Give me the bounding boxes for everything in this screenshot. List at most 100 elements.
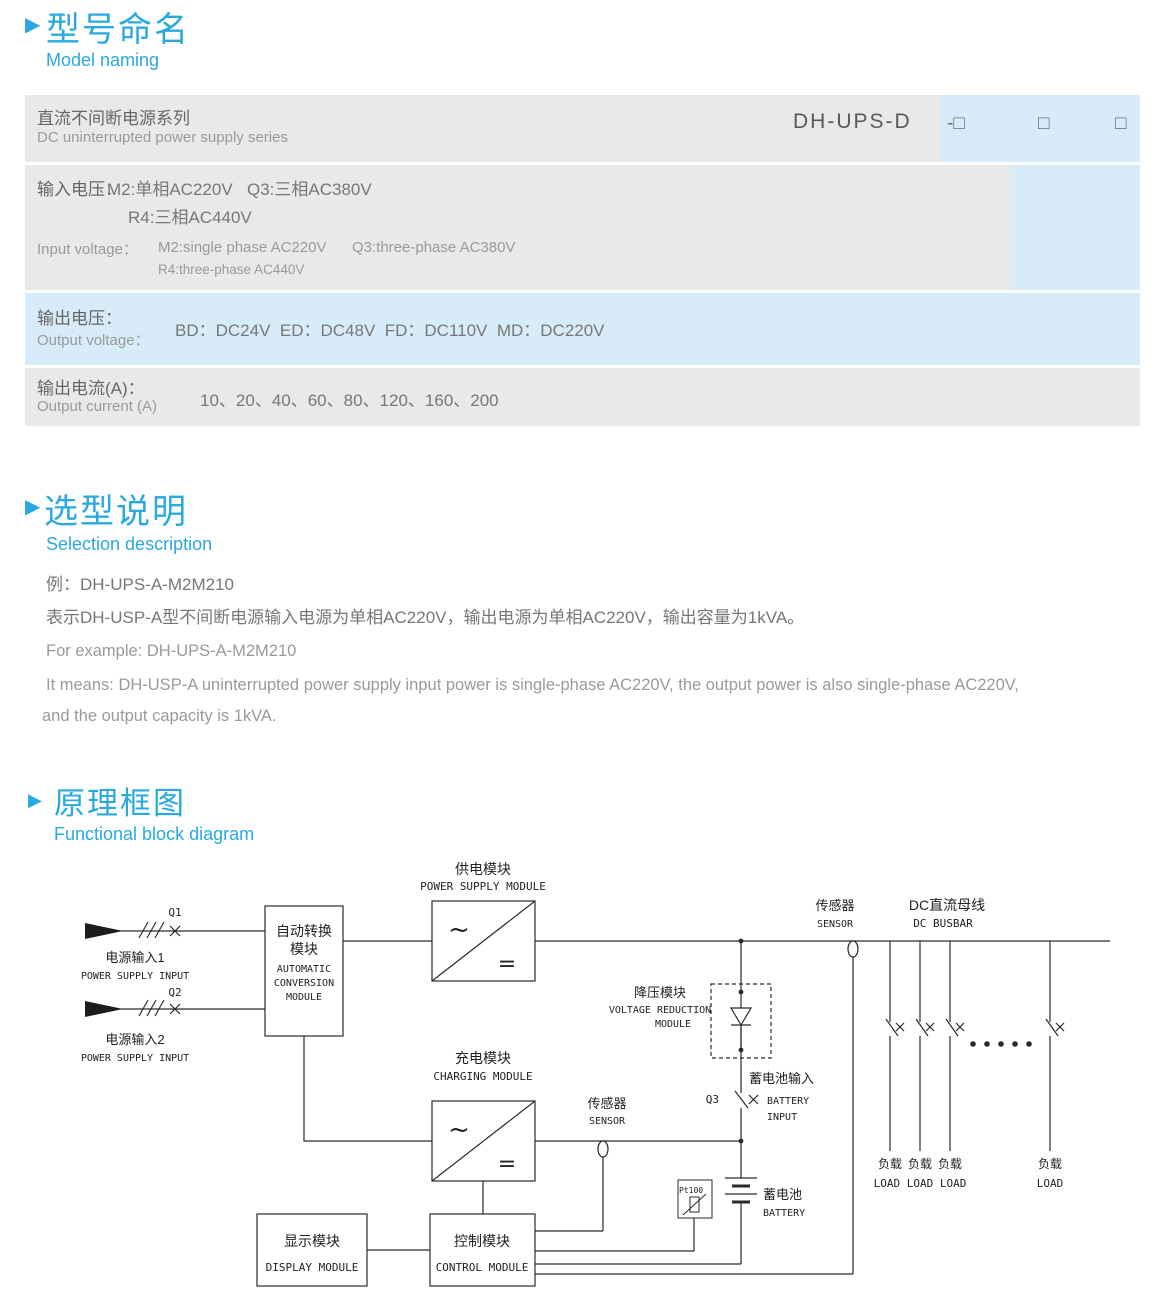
- display-module-label-cn: 显示模块: [284, 1233, 340, 1249]
- input-voltage-label-cn: 输入电压：: [37, 180, 122, 199]
- input-voltage-r4-cn: R4:三相AC440V: [128, 208, 252, 227]
- section1-title: 型号命名: [46, 11, 190, 49]
- load-row-label-en: LOAD LOAD LOAD: [874, 1177, 967, 1190]
- psu-label-cn: 供电模块: [455, 861, 511, 877]
- pt100-label: Pt100: [679, 1186, 703, 1195]
- battery-label-cn: 蓄电池: [763, 1187, 802, 1202]
- load-label-cn: 负载: [908, 1157, 932, 1171]
- load-label-cn: 负载: [938, 1157, 962, 1171]
- display-module-label-en: DISPLAY MODULE: [266, 1261, 359, 1274]
- more-branches-dots-icon: [970, 1041, 1032, 1047]
- naming-row-series: 直流不间断电源系列 DC uninterrupted power supply …: [25, 95, 1140, 162]
- load-label-cn: 负载: [878, 1157, 902, 1171]
- sensor-busbar-icon: [847, 940, 859, 958]
- sensor-charging-label-en: SENSOR: [589, 1116, 626, 1127]
- load-branches: [885, 941, 1065, 1151]
- breaker-q2-icon: [138, 999, 181, 1017]
- control-module-box: [429, 1213, 536, 1287]
- charging-label-en: CHARGING MODULE: [433, 1070, 532, 1083]
- battery-input-label-cn: 蓄电池输入: [749, 1071, 814, 1086]
- dc-busbar-label-en: DC BUSBAR: [913, 917, 973, 930]
- selection-desc-en-line1: It means: DH-USP-A uninterrupted power s…: [46, 676, 1019, 694]
- selector-box-2: □: [1038, 113, 1050, 134]
- series-name-en: DC uninterrupted power supply series: [37, 129, 288, 146]
- power-input1-label-cn: 电源输入1: [105, 950, 164, 965]
- input-voltage-label-en: Input voltage：: [37, 241, 138, 258]
- output-current-label-cn: 输出电流(A)：: [37, 379, 145, 398]
- section1-marker-icon: ▶: [25, 14, 41, 36]
- battery-icon: [725, 1177, 757, 1204]
- naming-row-output-voltage: 输出电压： Output voltage： BD：DC24V ED：DC48V …: [25, 293, 1140, 365]
- input2-arrow-icon: [85, 1001, 123, 1017]
- control-module-label-en: CONTROL MODULE: [436, 1261, 529, 1274]
- input-voltage-m2-en: M2:single phase AC220V: [158, 239, 327, 256]
- selection-example-cn: 例：DH-UPS-A-M2M210: [46, 575, 234, 594]
- pt100-thermistor-icon: [682, 1193, 707, 1216]
- naming-row-output-current: 输出电流(A)： Output current (A) 10、20、40、60、…: [25, 368, 1140, 426]
- auto-conversion-label-cn2: 模块: [290, 941, 318, 957]
- auto-conversion-label-cn1: 自动转换: [276, 923, 332, 939]
- voltage-reduction-label-en1: VOLTAGE REDUCTION: [609, 1005, 711, 1016]
- selector-box-1: -□: [947, 113, 965, 134]
- section3-subtitle: Functional block diagram: [54, 824, 255, 844]
- series-name-cn: 直流不间断电源系列: [37, 109, 190, 128]
- naming-row-input-voltage: 输入电压： M2:单相AC220V Q3:三相AC380V R4:三相AC440…: [25, 165, 1140, 290]
- battery-input-label-en2: INPUT: [767, 1112, 797, 1123]
- selection-desc-en-line2: and the output capacity is 1kVA.: [42, 707, 277, 725]
- output-voltage-values: BD：DC24V ED：DC48V FD：DC110V MD：DC220V: [175, 321, 605, 340]
- input-voltage-m2-cn: M2:单相AC220V: [107, 180, 233, 199]
- selector-band-row2: [1010, 165, 1140, 290]
- junction-dot: [738, 1138, 744, 1144]
- input1-arrow-icon: [85, 923, 123, 939]
- selector-band-row1: [940, 95, 1140, 162]
- diode-icon: [729, 989, 753, 1053]
- auto-conversion-label-en1: AUTOMATIC: [277, 964, 331, 975]
- section2-title: 选型说明: [44, 493, 188, 531]
- junction-dot: [738, 938, 744, 944]
- wires: [121, 930, 1110, 1275]
- power-input2-label-cn: 电源输入2: [105, 1032, 164, 1047]
- control-module-label-cn: 控制模块: [454, 1233, 510, 1249]
- q1-label: Q1: [168, 906, 181, 919]
- voltage-reduction-label-cn: 降压模块: [634, 985, 686, 1000]
- display-module-box: [256, 1213, 368, 1287]
- battery-input-label-en1: BATTERY: [767, 1096, 809, 1107]
- section1-subtitle: Model naming: [46, 50, 160, 70]
- charger-acdc-diagonal: [431, 1100, 536, 1182]
- functional-block-diagram: Q1 电源输入1 POWER SUPPLY INPUT Q2 电源输入2 POW…: [81, 861, 1110, 1287]
- output-current-label-en: Output current (A): [37, 398, 158, 415]
- section3-marker-icon: ▶: [28, 790, 42, 810]
- power-input1-label-en: POWER SUPPLY INPUT: [81, 971, 189, 982]
- section2-marker-icon: ▶: [25, 496, 41, 518]
- load-label-en: LOAD: [1037, 1177, 1064, 1190]
- auto-conversion-module-box: [264, 905, 344, 1037]
- voltage-reduction-module-box: [710, 983, 772, 1059]
- output-voltage-label-en: Output voltage：: [37, 332, 150, 349]
- output-current-values: 10、20、40、60、80、120、160、200: [200, 391, 499, 410]
- psu-ac-symbol: ~: [448, 915, 470, 945]
- section3-title: 原理框图: [54, 786, 186, 821]
- selection-example-en: For example: DH-UPS-A-M2M210: [46, 642, 297, 660]
- auto-conversion-label-en3: MODULE: [286, 992, 322, 1003]
- charger-ac-symbol: ~: [448, 1115, 470, 1145]
- power-input2-label-en: POWER SUPPLY INPUT: [81, 1053, 189, 1064]
- model-code: DH-UPS-D: [793, 110, 912, 133]
- battery-label-en: BATTERY: [763, 1208, 805, 1219]
- dc-busbar-label-cn: DC直流母线: [909, 897, 985, 913]
- input-voltage-r4-en: R4:three-phase AC440V: [158, 262, 305, 277]
- q2-label: Q2: [168, 986, 181, 999]
- psu-acdc-diagonal: [431, 900, 536, 982]
- sensor-busbar-label-en: SENSOR: [817, 919, 854, 930]
- charger-dc-symbol: =: [498, 1152, 516, 1177]
- charging-label-cn: 充电模块: [455, 1050, 511, 1066]
- section2-subtitle: Selection description: [46, 534, 213, 554]
- voltage-reduction-label-en2: MODULE: [655, 1019, 691, 1030]
- sensor-charging-icon: [597, 1140, 609, 1158]
- load-label-cn: 负载: [1038, 1157, 1062, 1171]
- psu-label-en: POWER SUPPLY MODULE: [420, 880, 546, 893]
- sensor-charging-label-cn: 传感器: [587, 1096, 626, 1111]
- breaker-q1-icon: [138, 921, 181, 939]
- sensor-busbar-label-cn: 传感器: [815, 898, 854, 913]
- selection-desc-cn: 表示DH-USP-A型不间断电源输入电源为单相AC220V，输出电源为单相AC2…: [46, 608, 805, 627]
- breaker-q3-icon: [734, 1090, 759, 1109]
